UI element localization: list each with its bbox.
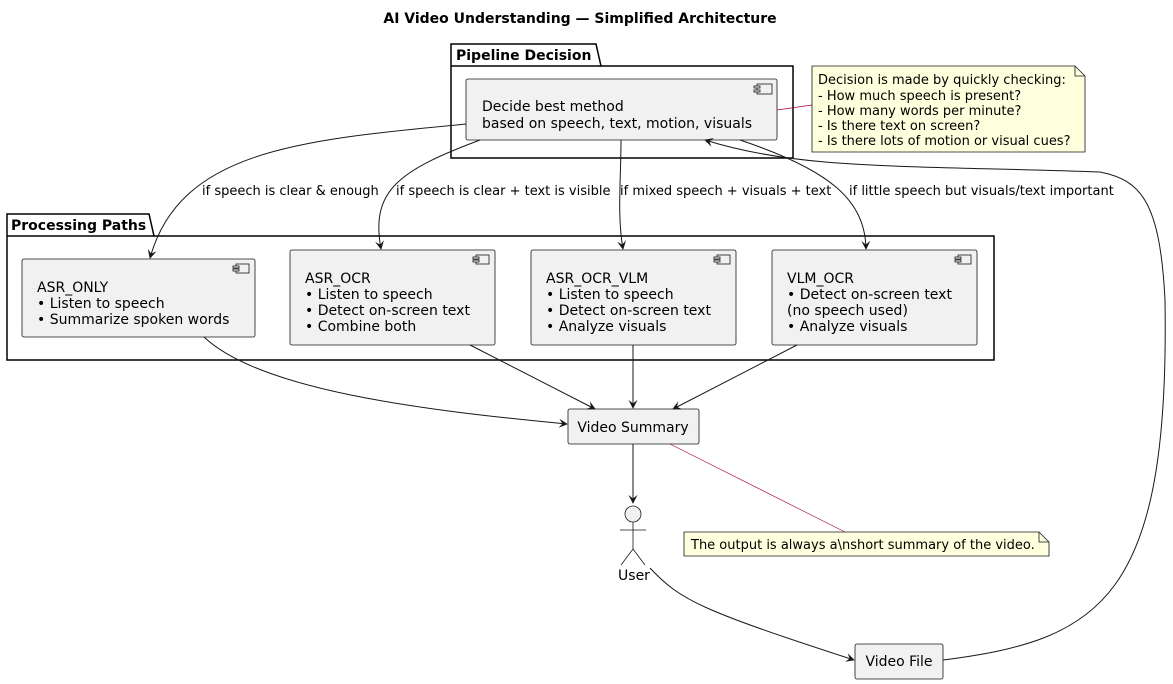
user-actor — [620, 505, 646, 566]
video-file-box: Video File — [854, 643, 944, 680]
path-line: • Listen to speech — [546, 287, 674, 303]
decision-note-line: Decision is made by quickly checking: — [818, 73, 1066, 88]
path-line: • Detect on-screen text — [546, 303, 711, 319]
path-line: • Listen to speech — [305, 287, 433, 303]
path-line: • Listen to speech — [37, 296, 165, 312]
edge-to-asr-ocr — [375, 139, 481, 250]
path-line: ASR_OCR — [305, 271, 371, 287]
edge-label-asr-ocr-vlm: if mixed speech + visuals + text — [620, 184, 831, 199]
package-label-processing-paths: Processing Paths — [11, 218, 146, 234]
decide-component: Decide best method based on speech, text… — [465, 78, 778, 141]
path-line: • Analyze visuals — [546, 319, 666, 335]
edge-asr-only-to-summary — [203, 336, 568, 428]
video-summary-label: Video Summary — [577, 420, 688, 436]
edge-to-vlm-ocr — [739, 139, 871, 250]
path-asr-ocr: ASR_OCR • Listen to speech • Detect on-s… — [289, 249, 496, 346]
edge-asr-ocr-to-summary — [469, 344, 596, 410]
user-icon — [624, 505, 642, 523]
package-label-pipeline-decision: Pipeline Decision — [456, 48, 591, 64]
flow-edges — [649, 138, 1166, 662]
package-processing-paths: Processing Paths — [6, 213, 995, 361]
path-asr-ocr-vlm: ASR_OCR_VLM • Listen to speech • Detect … — [530, 249, 737, 346]
path-asr-only: ASR_ONLY • Listen to speech • Summarize … — [21, 258, 256, 338]
edge-video-file-to-decide — [704, 138, 1166, 661]
edge-to-asr-ocr-vlm — [617, 139, 627, 250]
decide-line: based on speech, text, motion, visuals — [482, 116, 752, 132]
edge-user-to-video-file — [649, 567, 855, 662]
path-line: • Detect on-screen text — [787, 287, 952, 303]
edge-vlm-ocr-to-summary — [672, 344, 798, 410]
decision-note-line: - Is there lots of motion or visual cues… — [818, 134, 1070, 149]
decision-edges — [147, 123, 871, 259]
video-summary-box: Video Summary — [567, 408, 700, 445]
path-line: • Summarize spoken words — [37, 312, 229, 328]
path-vlm-ocr: VLM_OCR • Detect on-screen text (no spee… — [771, 249, 978, 346]
package-pipeline-decision: Pipeline Decision — [450, 43, 794, 159]
decision-note-line: - How much speech is present? — [818, 89, 1021, 104]
decide-line: Decide best method — [482, 99, 624, 115]
path-line: • Detect on-screen text — [305, 303, 470, 319]
decision-note-line: - How many words per minute? — [818, 104, 1021, 119]
video-file-label: Video File — [865, 654, 932, 670]
edge-label-vlm-ocr: if little speech but visuals/text import… — [849, 184, 1114, 199]
path-line: ASR_ONLY — [37, 280, 109, 296]
user-label: User — [618, 568, 650, 584]
path-line: • Combine both — [305, 319, 416, 335]
path-line: • Analyze visuals — [787, 319, 907, 335]
path-line: ASR_OCR_VLM — [546, 271, 648, 287]
component-icon — [753, 83, 773, 95]
path-line: (no speech used) — [787, 303, 908, 319]
path-line: VLM_OCR — [787, 271, 854, 287]
edge-label-asr-only: if speech is clear & enough — [202, 184, 379, 199]
edge-to-asr-only — [147, 123, 467, 259]
summary-edges — [203, 336, 798, 504]
diagram-title: AI Video Understanding — Simplified Arch… — [383, 11, 776, 27]
decision-note: Decision is made by quickly checking: - … — [776, 65, 1086, 153]
summary-note-text: The output is always a\nshort summary of… — [690, 538, 1035, 553]
decision-note-line: - Is there text on screen? — [818, 119, 980, 134]
summary-note: The output is always a\nshort summary of… — [669, 443, 1050, 557]
edge-label-asr-ocr: if speech is clear + text is visible — [396, 184, 610, 199]
